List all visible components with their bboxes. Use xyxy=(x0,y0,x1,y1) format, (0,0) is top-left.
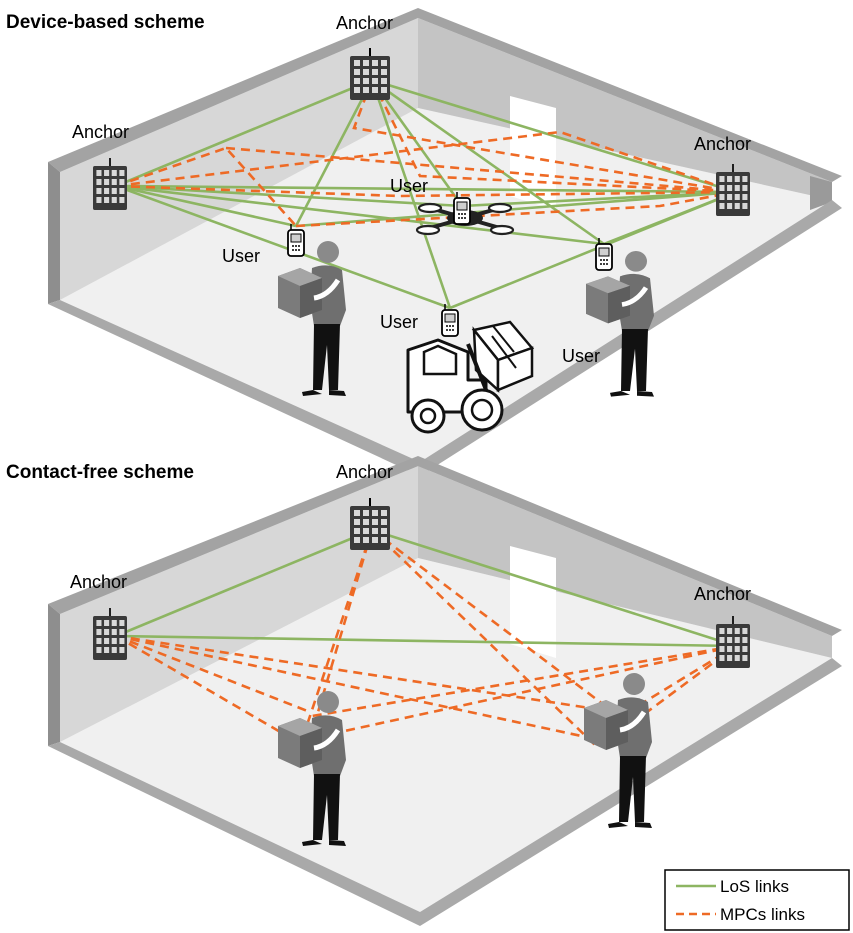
right-wall xyxy=(810,176,832,210)
panel-title-contact-free: Contact-free scheme xyxy=(6,462,194,483)
legend-los-label: LoS links xyxy=(720,877,789,896)
user-label-drone: User xyxy=(390,176,428,196)
back-wall-left xyxy=(60,466,418,742)
back-wall-left xyxy=(60,18,418,300)
legend-mpc-label: MPCs links xyxy=(720,905,805,924)
room-floor xyxy=(60,558,832,912)
anchor-label-left: Anchor xyxy=(72,122,129,142)
user-label-forklift: User xyxy=(380,312,418,332)
left-wall-face xyxy=(48,162,60,304)
anchor-label-top: Anchor xyxy=(336,462,393,482)
user-label-left: User xyxy=(222,246,260,266)
los-links xyxy=(115,528,737,648)
legend-box xyxy=(664,869,850,931)
wall-top-edge xyxy=(48,456,842,636)
contact-free-panel: Contact-free scheme Anchor Anchor Anchor xyxy=(6,456,842,926)
anchor-label-right: Anchor xyxy=(694,584,751,604)
anchor-label-top: Anchor xyxy=(336,13,393,33)
mpc-links xyxy=(115,528,737,747)
user-label-right: User xyxy=(562,346,600,366)
legend: LoS links MPCs links xyxy=(664,869,850,931)
left-wall-face xyxy=(48,604,60,746)
panel-title-device-based: Device-based scheme xyxy=(6,12,205,33)
back-wall-right xyxy=(418,466,832,658)
los-links xyxy=(115,78,737,310)
anchor-label-left: Anchor xyxy=(70,572,127,592)
back-wall-right xyxy=(418,18,832,200)
anchor-label-right: Anchor xyxy=(694,134,751,154)
device-based-panel: Device-based scheme Anchor Anchor Anchor… xyxy=(6,8,842,476)
doorway xyxy=(510,546,556,658)
